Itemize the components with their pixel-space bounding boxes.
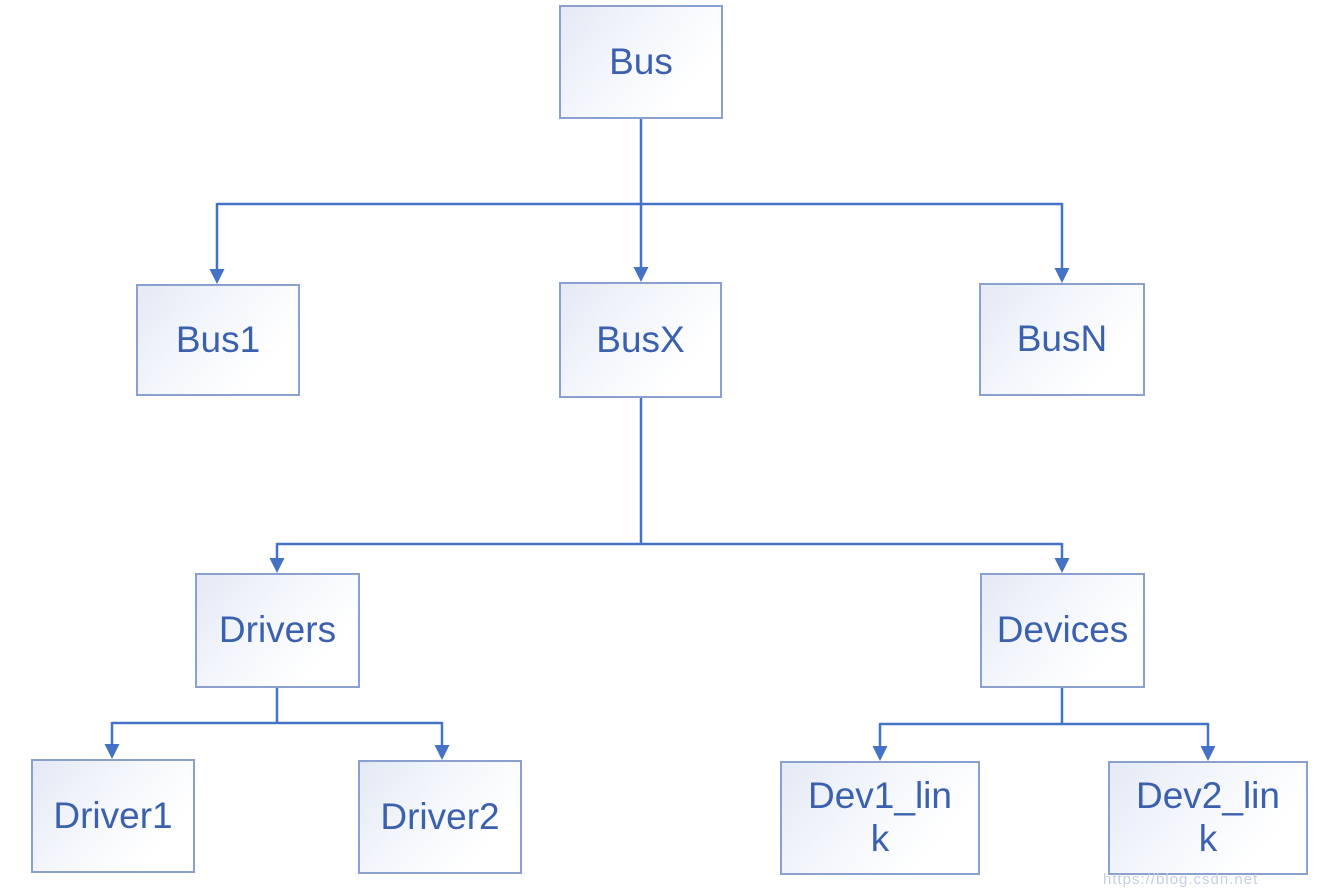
node-bus1: Bus1 — [136, 284, 300, 396]
node-driver2: Driver2 — [358, 760, 522, 874]
arrowhead-dev2 — [1200, 746, 1216, 761]
arrowhead-dev1 — [872, 746, 888, 761]
node-drivers-label: Drivers — [218, 609, 337, 651]
node-driver2-label: Driver2 — [380, 795, 500, 837]
node-driver1: Driver1 — [31, 759, 195, 873]
node-busx-label: BusX — [596, 318, 685, 360]
node-devices: Devices — [980, 573, 1145, 688]
node-busn-label: BusN — [1016, 318, 1108, 360]
node-bus1-label: Bus1 — [175, 318, 261, 360]
node-bus-label: Bus — [609, 40, 673, 82]
arrowhead-bus1 — [209, 269, 225, 284]
arrowhead-busx — [633, 267, 649, 282]
node-dev2-link: Dev2_link — [1108, 761, 1308, 875]
node-dev2-link-label: Dev2_link — [1136, 775, 1280, 859]
node-devices-label: Devices — [996, 609, 1129, 651]
node-busn: BusN — [979, 283, 1145, 396]
node-dev1-link: Dev1_link — [780, 761, 980, 875]
arrowhead-drivers — [269, 558, 285, 573]
arrowhead-driver2 — [434, 745, 450, 760]
arrowhead-driver1 — [104, 744, 120, 759]
node-driver1-label: Driver1 — [53, 794, 173, 836]
node-drivers: Drivers — [195, 573, 360, 688]
watermark: https://blog.csdn.net — [1103, 871, 1259, 888]
node-dev1-link-label: Dev1_link — [808, 775, 952, 859]
node-bus: Bus — [559, 5, 723, 119]
arrowhead-devices — [1054, 558, 1070, 573]
node-busx: BusX — [559, 282, 722, 398]
arrowhead-busn — [1054, 268, 1070, 283]
